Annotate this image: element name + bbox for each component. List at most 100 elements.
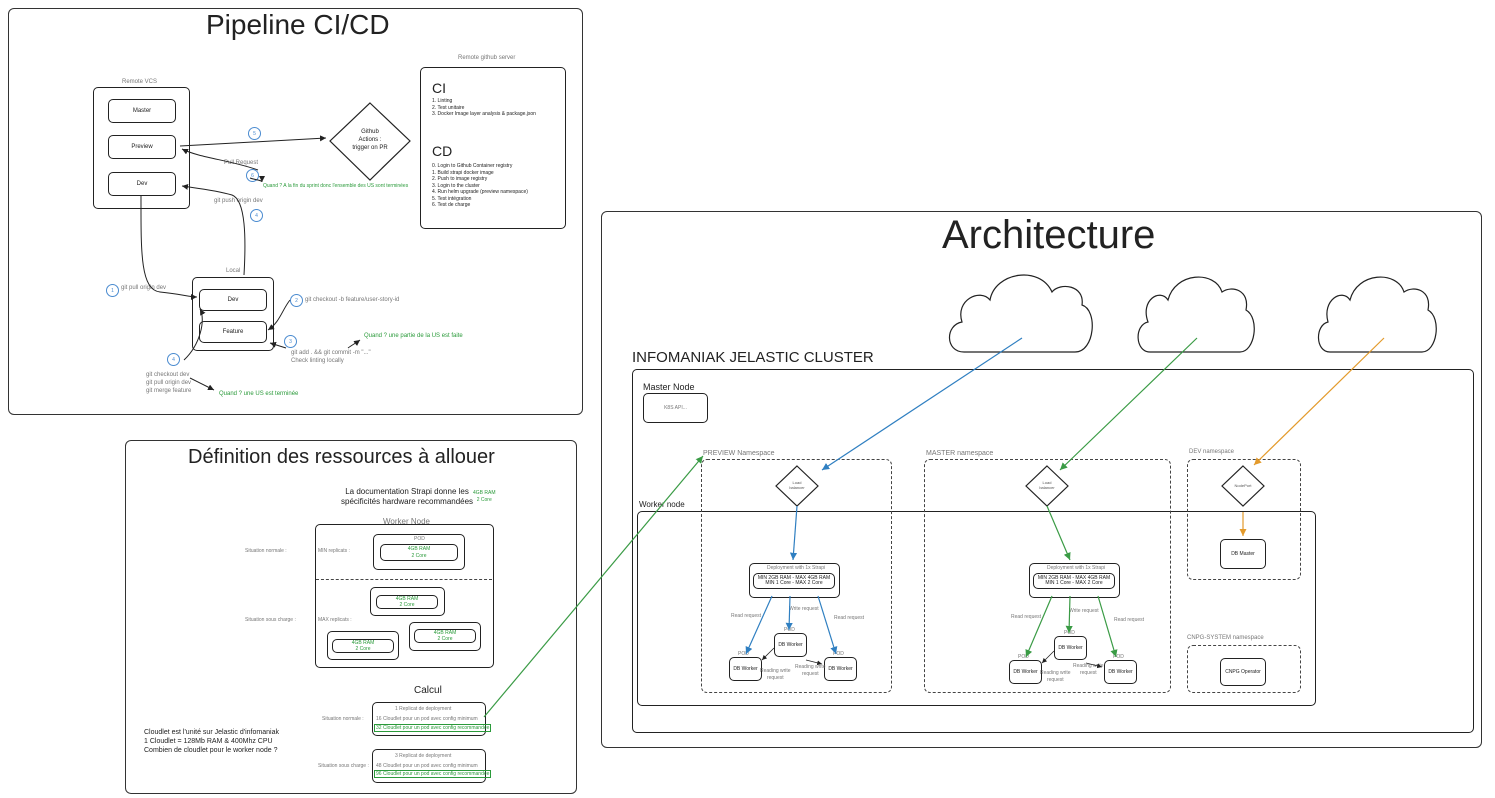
db-worker-box: DB Worker [824,657,857,681]
cloud3-line2: localhost:1337 [1355,325,1414,335]
cloudlet-text: Cloudlet est l'unité sur Jelastic d'info… [144,729,279,755]
load-situation-label: Situation sous charge : [318,763,369,769]
dev-namespace [1187,459,1301,580]
pod-label: POD [1113,654,1124,660]
cd-steps: 0. Login to Github Container registry 1.… [432,163,528,208]
step-badge: 4 [250,209,263,222]
local-feature-branch: Feature [199,321,267,343]
pod-spec: 4GB RAM 2 Core [376,595,438,609]
deployment-spec: MIN 2GB RAM - MAX 4GB RAM MIN 1 Core - M… [1033,573,1115,589]
rw-request-label: Reading write request [795,664,826,677]
calc1-min: 16 Cloudlet pour un pod avec config mini… [376,716,478,722]
pod-spec: 4GB RAM 2 Core [380,544,458,561]
cd-title: CD [432,143,453,159]
calc2-rec: 96 Cloudlet pour un pod avec config reco… [374,770,492,778]
db-worker-box: DB Worker [774,633,807,657]
pod-label: POD [784,627,795,633]
step-badge: 1 [106,284,119,297]
preview-namespace-label: PREVIEW Namespace [703,450,775,457]
db-worker-box: DB Worker [1054,636,1087,660]
remote-vcs-label: Remote VCS [122,79,158,85]
k8s-api-box: K8S API... [643,393,708,423]
pod-label: POD [833,651,844,657]
local-dev-branch: Dev [199,289,267,311]
step-badge: 2 [290,294,303,307]
master-namespace-label: MASTER namespace [926,450,994,457]
calc-title: Calcul [414,685,442,696]
pod-label: POD [738,651,749,657]
remote-server-label: Remote github server [458,55,516,61]
calc2-min: 48 Cloudlet pour un pod avec config mini… [376,763,478,769]
cloud1-line2: preview.admin.koloka.ch [971,325,1070,335]
pipeline-title: Pipeline CI/CD [206,9,390,40]
branch-dev: Dev [108,172,176,196]
cluster-title: INFOMANIAK JELASTIC CLUSTER [632,349,874,366]
read-request-label: Read request [731,613,762,619]
write-request-label: Write request [789,606,819,612]
load-situation-label: Situation sous charge : [245,617,296,623]
pod-label: POD [1018,654,1029,660]
step-badge: 6 [246,169,259,182]
worker-node-divider [316,579,492,580]
architecture-title: Architecture [942,213,1156,257]
calc2-head: 3 Replicat de deployment [395,753,452,759]
master-node-label: Master Node [643,382,695,392]
db-worker-box: DB Worker [729,657,762,681]
max-replicas-label: MAX replicats : [318,617,352,623]
local-label: Local [226,268,241,274]
git-push-label: git push origin dev [214,198,263,204]
write-request-label: Write request [1069,608,1099,614]
dev-namespace-label: DEV namespace [1189,449,1235,455]
normal-situation-label: Situation normale : [245,548,287,554]
ci-title: CI [432,80,446,96]
db-worker-box: DB Worker [1009,660,1042,684]
resources-title: Définition des ressources à allouer [188,446,495,468]
pull-request-label: Pull Request [224,160,259,166]
pod-spec: 4GB RAM 2 Core [414,629,476,643]
merge-cmds-label: git checkout dev git pull origin dev git… [146,372,192,394]
master-namespace [924,459,1171,693]
step-badge: 5 [248,127,261,140]
remote-server-box [420,67,566,229]
strapi-spec: 4GB RAM 2 Core [473,490,496,503]
cloud1-line1: preview.koloka.ch [985,305,1057,315]
min-replicas-label: MIN replicats : [318,548,350,554]
cnpg-operator-box: CNPG Operator [1220,658,1266,686]
cnpg-namespace [1187,645,1301,693]
branch-master: Master [108,99,176,123]
when-sprint-label: Quand ? A la fin du sprint donc l'ensemb… [263,183,409,189]
pod-label: POD [414,536,425,542]
normal-situation-label: Situation normale : [322,716,364,722]
cloud3-line1: localhost:3000 [1355,305,1414,315]
worker-node-label: Worker Node [383,517,430,526]
read-request-label: Read request [1011,614,1042,620]
calc1-rec: 32 Cloudlet pour un pod avec config reco… [374,724,492,732]
calc1-head: 1 Replicat de deployment [395,706,452,712]
cloud2-line1: koloka.ch [1183,305,1222,315]
deployment-spec: MIN 2GB RAM - MAX 4GB RAM MIN 1 Core - M… [753,573,835,589]
rw-request-label: Reading write request [1040,670,1071,683]
rw-request-label: Reading write request [760,668,791,681]
branch-preview: Preview [108,135,176,159]
worker-node-label: Worker node [639,500,685,509]
git-add-label: git add . && git commit -m "..." Check l… [291,350,371,364]
calc1-box [372,702,486,736]
cloud2-line2: admin.koloka.ch [1170,325,1236,335]
pod-spec: 4GB RAM 2 Core [332,639,394,653]
deployment-head: Deployment with 1x Strapi [1047,565,1106,571]
git-checkout-label: git checkout -b feature/user-story-id [305,297,400,303]
git-pull-label: git pull origin dev [121,285,167,291]
step-badge: 3 [284,335,297,348]
when-part-label: Quand ? une partie de la US est faite [364,333,463,339]
read-request-label: Read request [834,615,865,621]
step-badge: 4 [167,353,180,366]
pod-label: POD [1064,630,1075,636]
when-us-label: Quand ? une US est terminée [219,391,299,397]
deployment-head: Deployment with 1x Strapi [767,565,826,571]
ci-steps: 1. Linting 2. Test unitaire 3. Docker Im… [432,98,536,117]
strapi-doc-text: La documentation Strapi donne les spécif… [341,487,474,507]
db-master-box: DB Master [1220,539,1266,569]
cnpg-namespace-label: CNPG-SYSTEM namespace [1187,635,1264,641]
github-actions-label: Github Actions : trigger on PR [352,129,388,151]
rw-request-label: Reading write request [1073,663,1104,676]
